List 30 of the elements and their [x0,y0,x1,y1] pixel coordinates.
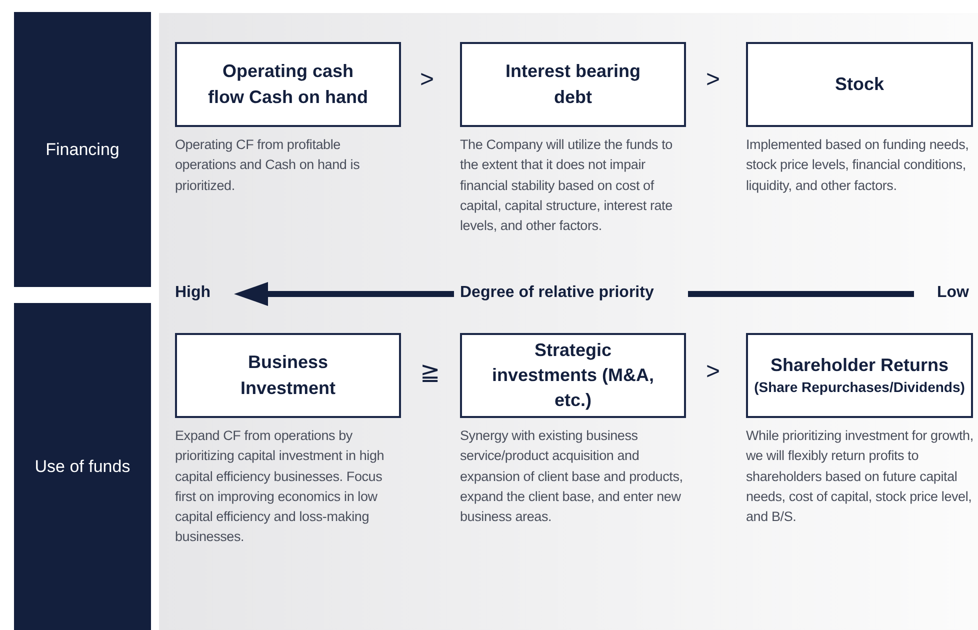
box-subtitle: (Share Repurchases/Dividends) [754,378,965,398]
axis-title: Degree of relative priority [460,284,654,302]
row-header-band [14,12,151,287]
box-title: Stock [834,72,886,96]
description-text: The Company will utilize the funds to the extent that it does not impair financial stability based on cost of capital, capital structure, interest rate levels, and other factors. [460,136,674,235]
greater-than-sign: > [706,358,720,386]
box-title: Business Investment [239,351,337,400]
category-box [460,333,686,418]
category-box [175,42,401,127]
category-box [175,333,401,418]
greater-than-sign: > [420,66,434,94]
greater-than-sign: > [706,66,720,94]
description-text: Operating CF from profitable operations and Cash on hand is prioritized. [175,136,361,195]
category-box [460,42,686,127]
row-header-band [14,303,151,630]
box-title: Use of funds [34,456,130,476]
box-title: Financing [46,140,120,160]
box-title: Interest bearing debt [504,60,642,108]
greater-or-equal-sign: ≧ [420,358,440,387]
box-title: Shareholder Returns [770,354,949,378]
box-title: Operating cash flow Cash on hand [207,60,369,108]
box-title: Strategic investments (M&A, etc.) [490,338,656,412]
description-text: Implemented based on funding needs, stock price levels, financial conditions, liquidity, and other factors. [746,136,970,195]
category-box [746,42,973,127]
category-box [746,333,973,418]
axis-end-label: High [175,284,211,302]
description-text: Synergy with existing business service/product acquisition and expansion of client base and products, expand the client base, and enter new business areas. [460,427,684,526]
description-text: While prioritizing investment for growth, we will flexibly return profits to shareholders based on future capital needs, cost of capital, stock price level, and B/S. [746,427,974,526]
axis-end-label: Low [937,284,969,302]
description-text: Expand CF from operations by prioritizing capital investment in high capital efficiency businesses. Focus first on improving economics in low capital efficiency and loss-making businesses. [175,427,386,546]
